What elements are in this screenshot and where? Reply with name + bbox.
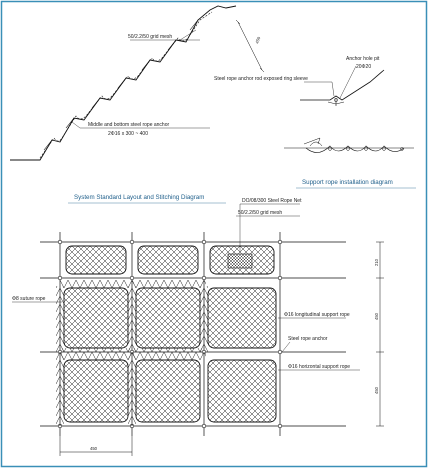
layout-title: System Standard Layout and Stitching Dia… <box>74 194 204 201</box>
net-r2c3 <box>207 287 277 349</box>
longitudinal-rope-label: Φ16 longitudinal support rope <box>284 312 350 318</box>
net-r1c1 <box>65 245 127 275</box>
suture-stitching <box>56 280 208 426</box>
net-r2c2 <box>135 287 201 349</box>
dim-width: 450 <box>90 446 98 451</box>
slope-anchor-spec: 2Φ16 x 300 ~ 400 <box>108 131 148 137</box>
layout-mesh-label: 50/2.2/50 grid mesh <box>238 210 282 216</box>
slope-section: 450 50/2.2/50 grid mesh Middle and botto… <box>10 5 265 161</box>
steel-rope-anchor-label: Steel rope anchor <box>288 336 328 342</box>
layout-diagram: System Standard Layout and Stitching Dia… <box>12 194 384 456</box>
slope-anchor-label: Middle and bottom steel rope anchor <box>88 122 169 128</box>
slope-dimension: 450 <box>254 35 261 44</box>
support-rope-detail: Support rope installation diagram <box>284 137 416 189</box>
bottom-dimension <box>59 436 133 456</box>
slope-anchors <box>43 19 199 151</box>
anchor-sleeve-label: Steel rope anchor rod exposed ring sleev… <box>214 76 308 82</box>
slope-mesh-label: 50/2.2/50 grid mesh <box>128 34 172 40</box>
net-r3c1 <box>63 359 129 423</box>
anchor-hole-spec: 20Φ20 <box>356 64 371 70</box>
dim-bottom: 450 <box>374 386 379 394</box>
net-r3c2 <box>135 359 201 423</box>
suture-rope-label: Φ8 suture rope <box>12 296 46 302</box>
support-rope-title: Support rope installation diagram <box>302 179 393 186</box>
anchor-hole-label: Anchor hole pit <box>346 56 380 62</box>
net-r2c1 <box>63 287 129 349</box>
dim-mid: 450 <box>374 312 379 320</box>
net-r3c3 <box>207 359 277 423</box>
slope-dim-line <box>237 21 263 71</box>
mesh-line <box>39 11 213 159</box>
anchor-detail: Anchor hole pit 20Φ20 Steel rope anchor … <box>214 56 385 106</box>
right-dimension <box>376 241 384 427</box>
dim-top: 210 <box>374 258 379 266</box>
slope-profile <box>10 5 237 161</box>
horizontal-rope-label: Φ16 horizontal support rope <box>288 364 350 370</box>
net-detail-patch <box>227 253 253 269</box>
net-r1c2 <box>137 245 199 275</box>
net-label: DO/08/300 Steel Rope Net <box>242 198 302 204</box>
